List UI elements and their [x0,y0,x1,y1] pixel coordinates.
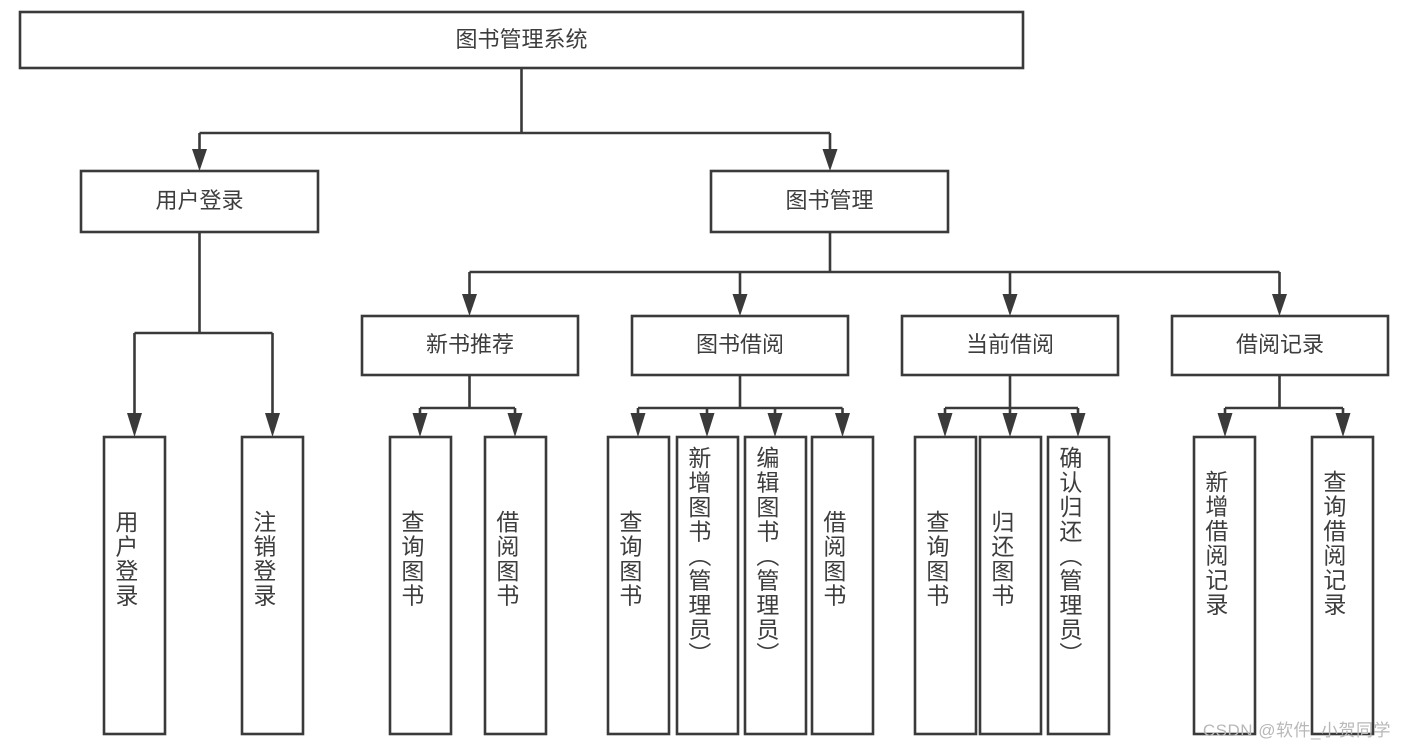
node-new-book-rec-label: 新书推荐 [426,332,514,357]
node-leaf-borrow-book-2-box[interactable] [810,435,875,736]
arrow-head-leaf-edit-book [767,413,783,437]
node-book-manage-label: 图书管理 [785,188,873,213]
connector-group-book-borrow [630,375,850,437]
arrow-head-leaf-borrow-book-1 [507,413,523,437]
arrow-head-book-manage [822,149,838,171]
arrow-head-leaf-query-book-3 [937,413,953,437]
node-leaf-add-book-box[interactable] [675,435,740,736]
node-new-book-rec-box[interactable] [360,314,580,377]
arrow-head-user-login [192,149,207,171]
watermark-text: CSDN @软件_小贺同学 [1202,721,1391,740]
node-borrow-record[interactable]: 借阅记录 [1170,314,1390,377]
arrow-head-leaf-query-record [1335,413,1351,437]
connector-group-current-borrow [937,375,1086,437]
node-book-manage[interactable]: 图书管理 [709,169,950,234]
connector-group-new-book-rec [412,375,523,437]
node-leaf-edit-book-box[interactable] [743,435,808,736]
node-leaf-user-login-box[interactable] [102,435,167,736]
connector-group-user-login [127,232,280,437]
arrow-head-current-borrow [1002,294,1018,316]
node-leaf-borrow-book-1-box[interactable] [483,435,548,736]
node-new-book-rec[interactable]: 新书推荐 [360,314,580,377]
connector-group-book-manage [462,232,1287,316]
node-leaf-confirm-return-box[interactable] [1046,435,1111,736]
arrow-head-book-borrow [732,294,748,316]
node-book-borrow-box[interactable] [630,314,850,377]
node-leaf-query-book-3-box[interactable] [913,435,978,736]
node-leaf-user-logout-box[interactable] [240,435,305,736]
arrow-head-leaf-borrow-book-2 [835,413,850,437]
node-leaf-query-record-box[interactable] [1310,435,1375,736]
node-user-login[interactable]: 用户登录 [79,169,320,234]
node-leaf-query-book-2-box[interactable] [606,435,671,736]
arrow-head-borrow-record [1272,294,1287,316]
node-book-borrow-label: 图书借阅 [696,332,784,357]
connector-group-root [192,68,838,171]
node-borrow-record-label: 借阅记录 [1236,332,1324,357]
node-current-borrow-box[interactable] [900,314,1120,377]
node-root-box[interactable] [18,10,1025,70]
node-root-label: 图书管理系统 [455,27,587,52]
arrow-head-leaf-return-book [1002,413,1018,437]
node-user-login-label: 用户登录 [155,188,243,213]
node-leaf-query-book-1-box[interactable] [388,435,453,736]
arrow-head-leaf-user-logout [265,413,280,437]
node-book-borrow[interactable]: 图书借阅 [630,314,850,377]
node-user-login-box[interactable] [79,169,320,234]
node-leaf-return-book-box[interactable] [978,435,1043,736]
arrow-head-leaf-confirm-return [1070,413,1086,437]
node-leaf-add-record-box[interactable] [1192,435,1257,736]
arrow-head-leaf-add-record [1217,413,1233,437]
node-current-borrow-label: 当前借阅 [966,332,1054,357]
arrow-head-leaf-user-login [127,413,142,437]
arrow-head-leaf-add-book [699,413,715,437]
arrow-head-leaf-query-book-1 [412,413,428,437]
node-book-manage-box[interactable] [709,169,950,234]
node-root[interactable]: 图书管理系统 [18,10,1025,70]
arrow-head-new-book-rec [462,294,477,316]
arrow-head-leaf-query-book-2 [630,413,646,437]
connector-group-borrow-record [1217,375,1351,437]
node-borrow-record-box[interactable] [1170,314,1390,377]
node-current-borrow[interactable]: 当前借阅 [900,314,1120,377]
